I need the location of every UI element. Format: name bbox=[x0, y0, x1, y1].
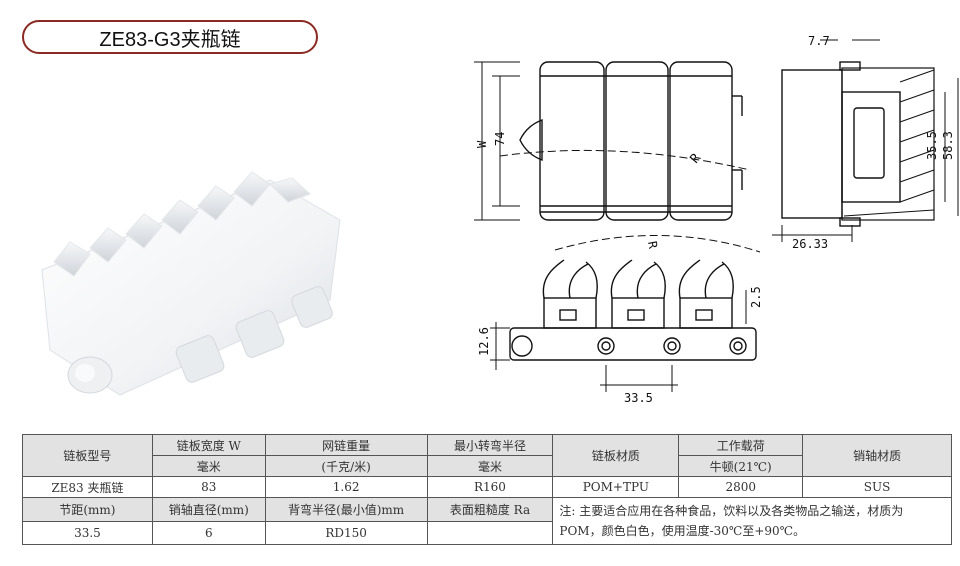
back-radius-value: RD150 bbox=[264, 520, 428, 545]
pitch-value: 33.5 bbox=[22, 520, 153, 545]
roughness-value bbox=[426, 520, 554, 545]
note-text: 注: 主要适合应用在各种食品，饮料以及各类物品之输送，材质为POM，颜色白色，使… bbox=[552, 497, 952, 545]
weight-value: 1.62 bbox=[264, 476, 428, 498]
dim-r-bottom-label: R bbox=[645, 240, 660, 250]
radius-header: 最小转弯半径 bbox=[426, 434, 554, 456]
weight-unit: (千克/米) bbox=[264, 455, 428, 477]
page-title: ZE83-G3夹瓶链 bbox=[22, 20, 318, 54]
dim-12-6-label: 12.6 bbox=[477, 327, 491, 356]
dim-35-5-label: 35.5 bbox=[925, 131, 939, 160]
dim-58-3-label: 58.3 bbox=[941, 131, 955, 160]
width-unit: 毫米 bbox=[151, 455, 266, 477]
load-unit: 牛顿(21℃) bbox=[678, 455, 804, 477]
material-header: 链板材质 bbox=[552, 434, 680, 477]
dim-2-5-label: 2.5 bbox=[749, 286, 763, 308]
table-row: 节距(mm) 销轴直径(mm) 背弯半径(最小值)mm 表面粗糙度 Ra 注: … bbox=[22, 497, 952, 545]
dim-26-33-label: 26.33 bbox=[792, 237, 828, 251]
spec-table: 链板型号 链板宽度 W 网链重量 最小转弯半径 链板材质 工作载荷 销轴材质 毫… bbox=[22, 434, 952, 545]
dim-33-5-label: 33.5 bbox=[624, 391, 653, 405]
width-value: 83 bbox=[151, 476, 266, 498]
pitch-header: 节距(mm) bbox=[22, 497, 153, 522]
width-header: 链板宽度 W bbox=[151, 434, 266, 456]
dim-74-label: 74 bbox=[493, 132, 507, 146]
material-value: POM+TPU bbox=[552, 476, 680, 498]
pin-material-header: 销轴材质 bbox=[802, 434, 952, 477]
radius-unit: 毫米 bbox=[426, 455, 554, 477]
model-header: 链板型号 bbox=[22, 434, 153, 477]
table-row: ZE83 夹瓶链 83 1.62 R160 POM+TPU 2800 SUS bbox=[22, 476, 952, 498]
pin-material-value: SUS bbox=[802, 476, 952, 498]
product-image bbox=[41, 171, 341, 396]
load-value: 2800 bbox=[678, 476, 804, 498]
dim-7-7-label: 7.7 bbox=[808, 34, 830, 48]
dim-r-label: R bbox=[688, 151, 705, 167]
table-row: 33.5 6 RD150 bbox=[22, 520, 952, 545]
load-header: 工作载荷 bbox=[678, 434, 804, 456]
page-title-text: ZE83-G3夹瓶链 bbox=[99, 28, 241, 51]
back-radius-header: 背弯半径(最小值)mm bbox=[264, 497, 428, 522]
model-value: ZE83 夹瓶链 bbox=[22, 476, 153, 498]
dim-w-label: W bbox=[475, 140, 489, 148]
radius-value: R160 bbox=[426, 476, 554, 498]
roughness-header: 表面粗糙度 Ra bbox=[426, 497, 554, 522]
technical-drawing: W 74 R 7.7 26.33 35.5 58.3 R 2.5 12.6 33… bbox=[474, 34, 959, 405]
table-row: 链板型号 链板宽度 W 网链重量 最小转弯半径 链板材质 工作载荷 销轴材质 bbox=[22, 434, 952, 477]
pin-dia-header: 销轴直径(mm) bbox=[151, 497, 266, 522]
weight-header: 网链重量 bbox=[264, 434, 428, 456]
table-row: 毫米 (千克/米) 毫米 牛顿(21℃) bbox=[23, 455, 952, 477]
pin-dia-value: 6 bbox=[151, 520, 266, 545]
